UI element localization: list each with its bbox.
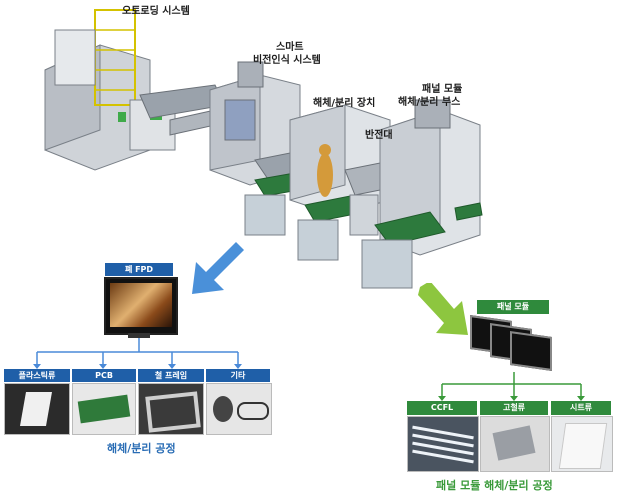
other-photo — [206, 383, 272, 435]
panel-module-booth-machine — [361, 99, 483, 289]
dismantle-device-label: 해체/분리 장치 — [313, 98, 376, 109]
category-ccfl-header: CCFL — [407, 401, 477, 415]
transfer-table-label: 반전대 — [365, 130, 393, 141]
tv-image — [104, 277, 178, 335]
green-arrow-icon — [418, 283, 468, 335]
blue-arrow-icon — [192, 240, 244, 294]
left-process-caption: 해체/분리 공정 — [107, 442, 176, 455]
iron-frame-photo — [138, 383, 204, 435]
category-iron-frame-header: 철 프레임 — [138, 369, 204, 382]
panel-module-label-line2: 해체/분리 부스 — [398, 97, 461, 108]
autoloading-system-machine — [44, 9, 176, 171]
category-plastic-header: 플라스틱류 — [4, 369, 70, 382]
plastic-photo — [4, 383, 70, 435]
production-line-illustration — [44, 9, 483, 289]
autoloading-system-label: 오토로딩 시스템 — [122, 6, 190, 17]
category-sheet-header: 시트류 — [551, 401, 611, 415]
tv-stand — [128, 333, 150, 338]
category-scrap-iron-header: 고철류 — [480, 401, 548, 415]
panel-module-label-line1: 패널 모듈 — [422, 84, 463, 95]
waste-fpd-header: 폐 FPD — [105, 263, 173, 276]
category-pcb-header: PCB — [72, 369, 136, 382]
ccfl-photo — [407, 416, 479, 472]
panel-module-header: 패널 모듈 — [477, 300, 549, 314]
sheet-photo — [551, 416, 613, 472]
smart-vision-system-machine — [209, 61, 301, 186]
scrap-iron-photo — [480, 416, 550, 472]
smart-vision-label-line1: 스마트 — [276, 42, 304, 53]
smart-vision-label-line2: 비전인식 시스템 — [253, 55, 321, 66]
category-other-header: 기타 — [206, 369, 270, 382]
pcb-photo — [72, 383, 136, 435]
right-process-caption: 패널 모듈 해체/분리 공정 — [436, 479, 553, 492]
